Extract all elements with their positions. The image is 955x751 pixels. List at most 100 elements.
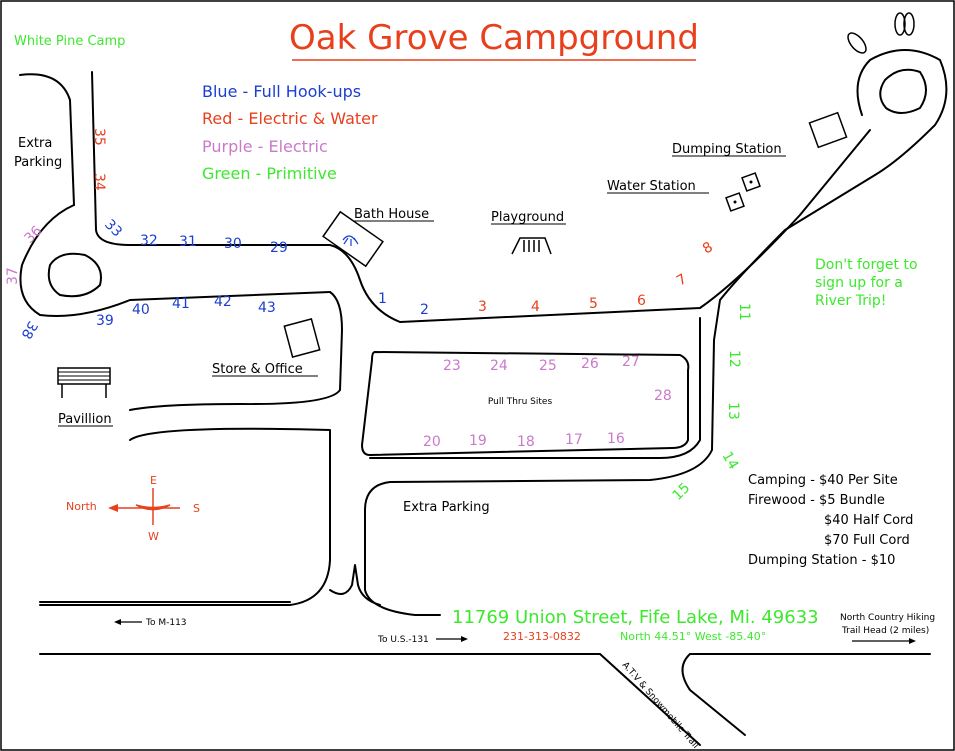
pull-thru-label: Pull Thru Sites — [488, 397, 553, 407]
water-station-dot-2 — [733, 200, 737, 204]
legend: Blue - Full Hook-ups Red - Electric & Wa… — [202, 82, 378, 183]
nct-label-2: Trail Head (2 miles) — [841, 626, 929, 636]
price-dumping: Dumping Station - $10 — [748, 553, 895, 568]
arrow-right-icon — [461, 636, 468, 642]
river-trip-line-3: River Trip! — [815, 293, 886, 309]
site-32: 32 — [140, 233, 158, 249]
canoes-icon — [847, 12, 915, 54]
atv-trail-east — [681, 653, 746, 736]
legend-item-purple: Purple - Electric — [202, 137, 328, 156]
legend-item-green: Green - Primitive — [202, 164, 337, 183]
price-camping: Camping - $40 Per Site — [748, 473, 898, 488]
water-station-dot-1 — [749, 180, 753, 184]
price-firewood: Firewood - $5 Bundle — [748, 493, 885, 508]
to-us131-label: To U.S.-131 — [377, 635, 429, 645]
east-loop-island — [879, 68, 927, 114]
site-23: 23 — [443, 358, 461, 374]
dumping-station-label: Dumping Station — [672, 142, 782, 157]
compass-e: E — [150, 474, 157, 487]
site-4: 4 — [531, 299, 540, 315]
bath-house-building — [322, 210, 384, 268]
river-trip-notice: Don't forget to sign up for a River Trip… — [815, 257, 918, 309]
river-trip-line-1: Don't forget to — [815, 257, 918, 273]
white-pine-camp-label: White Pine Camp — [14, 34, 125, 49]
shower-icon — [342, 235, 359, 246]
legend-item-blue: Blue - Full Hook-ups — [202, 82, 361, 101]
site-43: 43 — [258, 300, 276, 316]
place-labels: Extra Parking Bath House Playground Dump… — [14, 136, 786, 515]
site-19: 19 — [469, 433, 487, 449]
compass-north: North — [66, 500, 97, 513]
map-title: Oak Grove Campground — [289, 18, 699, 58]
atv-trail-label: A.T.V & Snowmobile Trail — [620, 660, 700, 750]
site-40: 40 — [132, 302, 150, 318]
playground-icon — [511, 237, 552, 255]
site-35: 35 — [91, 128, 107, 146]
campsites: 35 34 33 32 31 30 29 36 37 38 39 40 41 4… — [5, 128, 752, 504]
site-14: 14 — [719, 449, 742, 473]
site-28: 28 — [654, 388, 672, 404]
gps-coords: North 44.51° West -85.40° — [620, 630, 766, 643]
road-main-north — [329, 129, 871, 323]
site-41: 41 — [172, 296, 190, 312]
road-east-loop-outer — [713, 49, 948, 341]
site-34: 34 — [91, 173, 107, 191]
road-west-entrance — [19, 73, 75, 206]
entrance-split — [329, 564, 381, 606]
buildings — [57, 12, 915, 398]
west-loop-island — [47, 252, 102, 298]
site-29: 29 — [270, 240, 288, 256]
store-office-label: Store & Office — [212, 362, 303, 377]
phone: 231-313-0832 — [503, 630, 581, 643]
address: 11769 Union Street, Fife Lake, Mi. 49633 — [452, 607, 819, 628]
road-east-side — [364, 339, 715, 616]
site-3: 3 — [478, 299, 487, 315]
compass: E W S North — [66, 474, 200, 543]
roads — [19, 49, 948, 746]
site-12: 12 — [726, 350, 742, 368]
store-office-building — [283, 318, 321, 358]
arrow-left-icon — [114, 619, 121, 625]
atv-trail-west — [599, 653, 701, 746]
site-13: 13 — [725, 402, 741, 420]
legend-item-red: Red - Electric & Water — [202, 109, 378, 128]
site-30: 30 — [224, 236, 242, 252]
nct-label-1: North Country Hiking — [840, 613, 935, 623]
site-16: 16 — [607, 431, 625, 447]
to-m113-label: To M-113 — [145, 618, 187, 628]
site-25: 25 — [539, 358, 557, 374]
bath-house-label: Bath House — [354, 207, 429, 222]
water-station-label: Water Station — [607, 179, 696, 194]
site-6: 6 — [637, 293, 646, 309]
site-27: 27 — [622, 354, 640, 370]
site-26: 26 — [581, 356, 599, 372]
site-8: 8 — [700, 239, 716, 257]
road-store-edge — [39, 427, 331, 606]
site-17: 17 — [565, 432, 583, 448]
site-38: 38 — [18, 318, 41, 341]
site-18: 18 — [517, 434, 535, 450]
site-24: 24 — [490, 358, 508, 374]
dumping-station-building — [808, 111, 848, 149]
pavillion-icon — [57, 367, 111, 398]
site-39: 39 — [96, 313, 114, 329]
site-37: 37 — [5, 267, 21, 285]
river-trip-line-2: sign up for a — [815, 275, 903, 291]
pavillion-label: Pavillion — [58, 412, 112, 427]
site-20: 20 — [423, 434, 441, 450]
compass-w: W — [148, 530, 159, 543]
extra-parking-bottom-label: Extra Parking — [403, 500, 490, 515]
site-31: 31 — [179, 234, 197, 250]
road-west-loop-outer — [19, 204, 331, 317]
site-7: 7 — [674, 271, 690, 289]
compass-s: S — [193, 502, 200, 515]
site-36: 36 — [22, 223, 46, 247]
arrow-right-icon — [909, 638, 916, 644]
road-east-inner — [369, 317, 701, 459]
road-west-entrance-inner — [91, 71, 331, 246]
road-main-south-edge — [129, 291, 343, 411]
pull-thru-island — [361, 351, 690, 456]
site-5: 5 — [589, 296, 598, 312]
